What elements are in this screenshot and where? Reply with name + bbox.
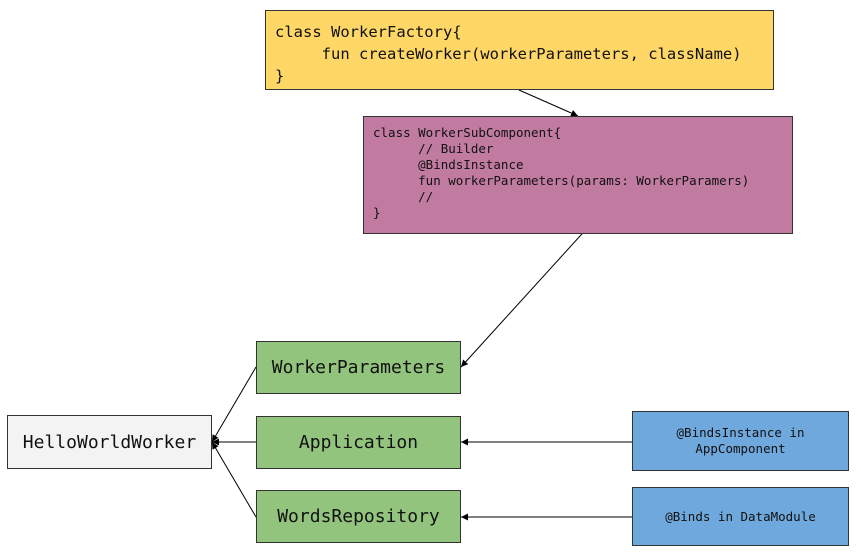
arrow-words-repository-to-worker [211,441,257,518]
application-label: Application [298,432,419,453]
arrow-factory-to-subcomponent [518,89,579,117]
data-module-source-node: @Binds in DataModule [632,487,849,546]
factory-line-3: } [275,67,285,85]
words-repository-label: WordsRepository [277,506,440,527]
app-component-source-node: @BindsInstance in AppComponent [632,411,849,471]
words-repository-node: WordsRepository [256,490,461,543]
worker-factory-box: class WorkerFactory{ fun createWorker(wo… [265,10,774,90]
data-module-source-label: @Binds in DataModule [665,508,816,524]
subcomponent-line-4: fun workerParameters(params: WorkerParam… [373,173,750,188]
hello-world-worker-node: HelloWorldWorker [7,415,212,469]
hello-world-worker-label: HelloWorldWorker [22,431,197,453]
factory-line-1: class WorkerFactory{ [275,23,462,41]
subcomponent-line-3: @BindsInstance [373,157,524,172]
subcomponent-line-5: // [373,189,434,204]
worker-parameters-node: WorkerParameters [256,341,461,394]
subcomponent-line-1: class WorkerSubComponent{ [373,125,562,140]
worker-parameters-label: WorkerParameters [271,357,446,378]
arrow-worker-parameters-to-worker [211,366,257,443]
app-component-source-label: @BindsInstance in AppComponent [676,425,805,456]
worker-subcomponent-box: class WorkerSubComponent{ // Builder @Bi… [363,116,793,234]
factory-line-2: fun createWorker(workerParameters, class… [275,45,742,63]
application-node: Application [256,416,461,469]
subcomponent-line-2: // Builder [373,141,494,156]
subcomponent-line-6: } [373,205,381,220]
